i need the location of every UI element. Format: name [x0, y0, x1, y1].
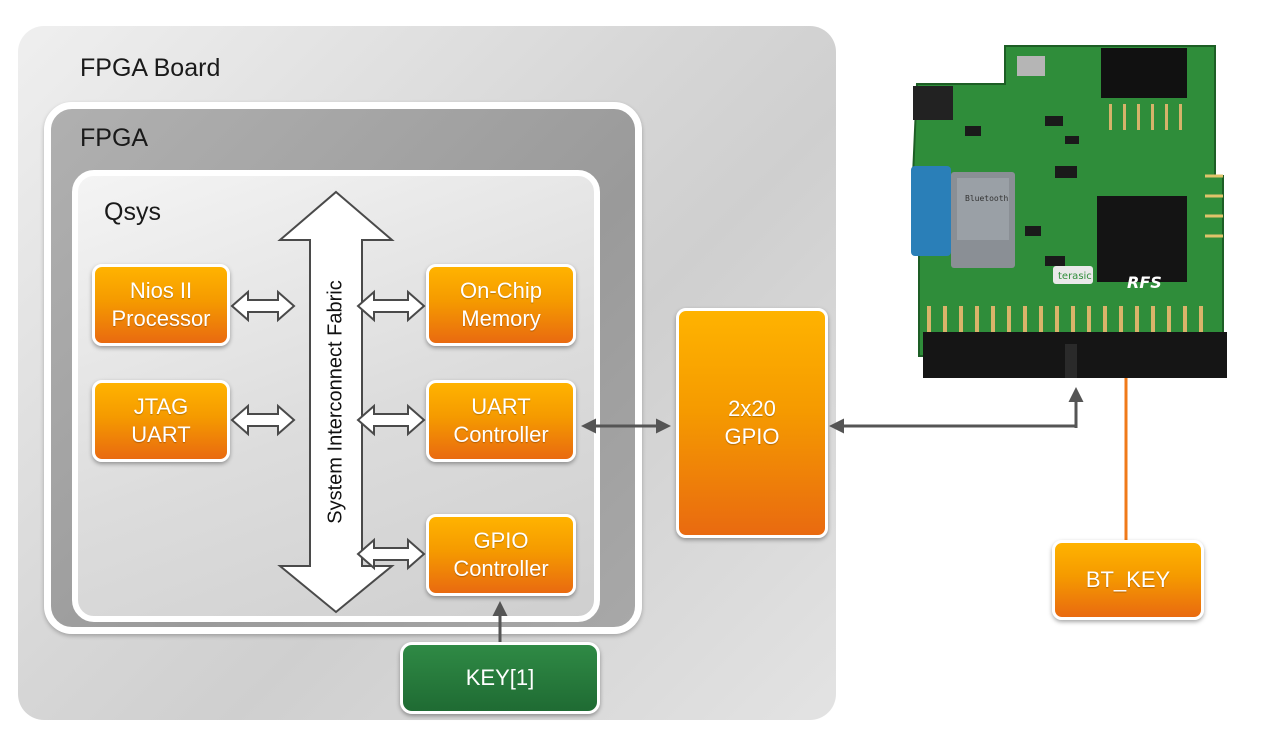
- bt-key-label: BT_KEY: [1085, 567, 1171, 592]
- pcb-board-mark: RFS: [1127, 273, 1162, 292]
- gpio-ctrl-label-line1: GPIO: [473, 528, 529, 553]
- onchip-fabric-link-icon: [356, 289, 426, 323]
- jtag-uart-block: JTAG UART: [92, 380, 230, 462]
- fpga-label: FPGA: [80, 124, 149, 152]
- uart-fabric-link-icon: [356, 403, 426, 437]
- pcb-module-text: Bluetooth: [965, 194, 1009, 203]
- gpio2x20-label-line1: 2x20: [728, 396, 776, 421]
- bt-key-block: BT_KEY: [1052, 540, 1204, 620]
- nios-ii-processor-block: Nios II Processor: [92, 264, 230, 346]
- gpio-fabric-link-icon: [356, 537, 426, 571]
- uart-label-line2: Controller: [453, 422, 549, 447]
- hollow-link-arrows: [230, 289, 426, 571]
- nios-label-line1: Nios II: [129, 278, 193, 303]
- interconnect-fabric-arrow: [277, 190, 395, 614]
- pcb-vendor-logo: terasic: [1058, 271, 1092, 282]
- uart-controller-block: UART Controller: [426, 380, 576, 462]
- bluetooth-daughter-board-image: Bluetooth terasic RFS: [905, 26, 1235, 382]
- nios-fabric-link-icon: [230, 289, 296, 323]
- pcb-illustration: Bluetooth terasic RFS: [911, 45, 1227, 378]
- onchip-label-line2: Memory: [461, 306, 541, 331]
- gpio-2x20-block: 2x20 GPIO: [676, 308, 828, 538]
- jtag-fabric-link-icon: [230, 403, 296, 437]
- gpio-ctrl-label-line2: Controller: [453, 556, 549, 581]
- gpio2x20-label-line2: GPIO: [724, 424, 780, 449]
- fpga-board-label: FPGA Board: [80, 54, 221, 82]
- qsys-label: Qsys: [104, 198, 161, 226]
- key1-button-block: KEY[1]: [400, 642, 600, 714]
- interconnect-fabric-label: System Interconnect Fabric: [324, 280, 347, 524]
- on-chip-memory-block: On-Chip Memory: [426, 264, 576, 346]
- uart-label-line1: UART: [471, 394, 531, 419]
- jtag-label-line1: JTAG: [133, 394, 189, 419]
- jtag-label-line2: UART: [131, 422, 191, 447]
- onchip-label-line1: On-Chip: [460, 278, 542, 303]
- gpio-controller-block: GPIO Controller: [426, 514, 576, 596]
- nios-label-line2: Processor: [111, 306, 211, 331]
